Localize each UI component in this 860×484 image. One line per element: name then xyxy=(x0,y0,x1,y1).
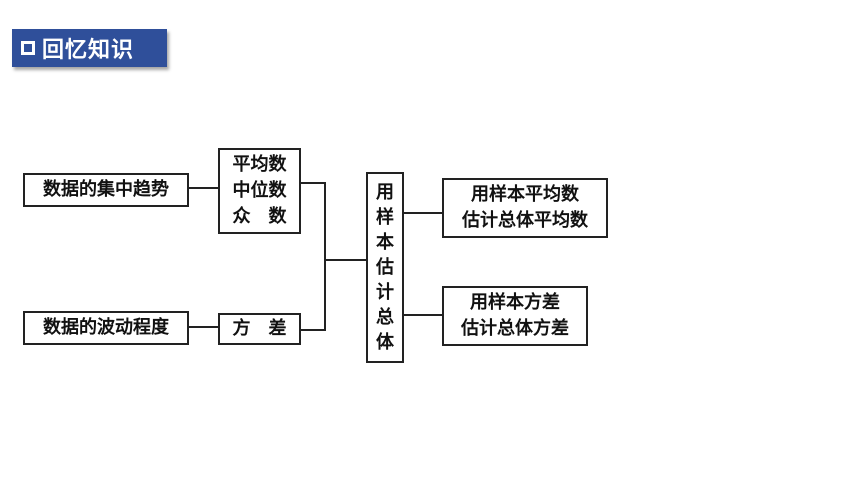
measures-box: 平均数 中位数 众 数 xyxy=(218,148,301,234)
section-title: 回忆知识 xyxy=(42,38,135,63)
concentration-tendency-box: 数据的集中趋势 xyxy=(23,173,189,207)
center-char: 估 xyxy=(376,257,394,278)
mean-estimate-box: 用样本平均数 估计总体平均数 xyxy=(442,178,608,238)
variance-estimate-line-2: 估计总体方差 xyxy=(461,318,569,339)
center-char: 用 xyxy=(376,182,394,203)
mean-estimate-line-1: 用样本平均数 xyxy=(471,184,579,205)
variance-box: 方 差 xyxy=(218,313,301,345)
dispersion-box: 数据的波动程度 xyxy=(23,311,189,345)
center-char: 总 xyxy=(376,307,394,328)
variance-label: 方 差 xyxy=(232,318,287,339)
variance-estimate-box: 用样本方差 估计总体方差 xyxy=(442,286,588,346)
center-char: 体 xyxy=(376,332,394,353)
variance-estimate-line-1: 用样本方差 xyxy=(470,292,560,313)
sample-estimates-population-box: 用 样 本 估 计 总 体 xyxy=(366,172,404,363)
median-label: 中位数 xyxy=(232,180,287,201)
mean-estimate-line-2: 估计总体平均数 xyxy=(462,210,588,231)
center-char: 样 xyxy=(376,207,394,228)
mode-label: 众 数 xyxy=(232,206,287,227)
center-char: 计 xyxy=(376,282,394,303)
dispersion-label: 数据的波动程度 xyxy=(43,317,169,338)
concentration-tendency-label: 数据的集中趋势 xyxy=(43,179,169,200)
checkbox-square-icon xyxy=(21,41,35,55)
mean-label: 平均数 xyxy=(232,154,287,175)
center-char: 本 xyxy=(376,232,394,253)
section-title-badge: 回忆知识 xyxy=(12,29,167,67)
